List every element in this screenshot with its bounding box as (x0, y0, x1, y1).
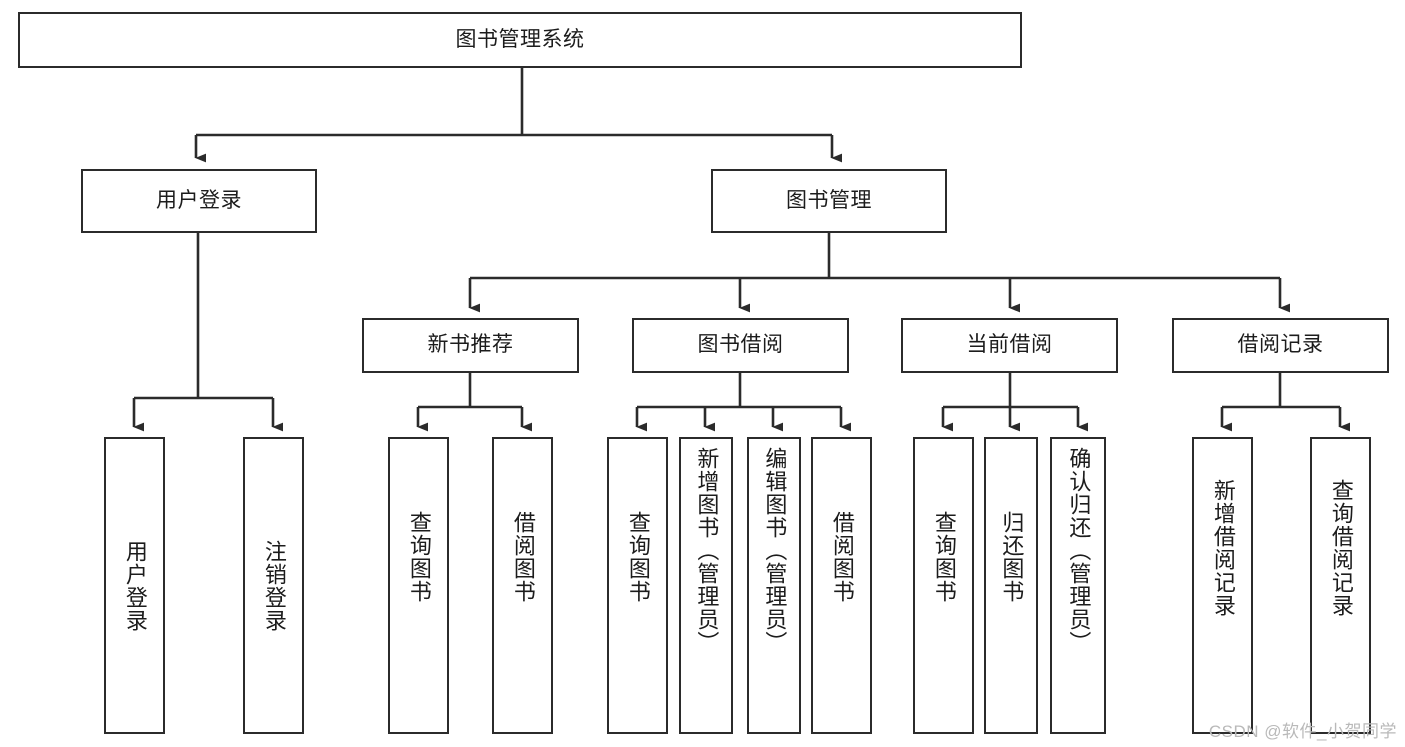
node-leaf-borrow-book-1[interactable]: 借阅图书 (492, 437, 553, 734)
node-leaf-query-book-3-label: 查询图书 (931, 511, 957, 603)
node-leaf-query-book-3[interactable]: 查询图书 (913, 437, 974, 734)
node-leaf-query-book-1[interactable]: 查询图书 (388, 437, 449, 734)
node-leaf-borrow-book-1-label: 借阅图书 (510, 511, 536, 603)
node-new-book-recommend[interactable]: 新书推荐 (362, 318, 579, 373)
node-book-manage[interactable]: 图书管理 (711, 169, 947, 233)
node-leaf-user-login[interactable]: 用户登录 (104, 437, 165, 734)
node-leaf-borrow-book-2-label: 借阅图书 (829, 511, 855, 603)
node-new-book-recommend-label: 新书推荐 (427, 333, 514, 357)
node-book-manage-label: 图书管理 (786, 188, 872, 212)
node-leaf-query-record-label: 查询借阅记录 (1328, 479, 1354, 617)
node-borrow-record-label: 借阅记录 (1237, 333, 1324, 357)
node-leaf-add-record-label: 新增借阅记录 (1210, 479, 1236, 617)
node-leaf-query-record[interactable]: 查询借阅记录 (1310, 437, 1371, 734)
node-book-borrow[interactable]: 图书借阅 (632, 318, 849, 373)
node-user-login[interactable]: 用户登录 (81, 169, 317, 233)
node-user-login-label: 用户登录 (156, 188, 242, 212)
node-leaf-query-book-2-label: 查询图书 (625, 511, 651, 603)
watermark-text: CSDN @软件_小贺同学 (1208, 722, 1397, 741)
node-current-borrow[interactable]: 当前借阅 (901, 318, 1118, 373)
node-root[interactable]: 图书管理系统 (18, 12, 1022, 68)
node-root-label: 图书管理系统 (455, 27, 585, 51)
node-leaf-add-record[interactable]: 新增借阅记录 (1192, 437, 1253, 734)
node-leaf-logout-login-label: 注销登录 (261, 539, 287, 632)
node-leaf-confirm-return-label: 确认归还（管理员） (1066, 447, 1092, 654)
node-current-borrow-label: 当前借阅 (966, 333, 1053, 357)
node-leaf-return-book-label: 归还图书 (999, 511, 1025, 603)
node-leaf-edit-book-label: 编辑图书（管理员） (762, 447, 788, 654)
node-leaf-add-book[interactable]: 新增图书（管理员） (679, 437, 733, 734)
node-leaf-query-book-2[interactable]: 查询图书 (607, 437, 668, 734)
node-borrow-record[interactable]: 借阅记录 (1172, 318, 1389, 373)
node-leaf-add-book-label: 新增图书（管理员） (694, 447, 720, 654)
node-leaf-return-book[interactable]: 归还图书 (984, 437, 1038, 734)
node-leaf-query-book-1-label: 查询图书 (406, 511, 432, 603)
node-book-borrow-label: 图书借阅 (697, 333, 784, 357)
node-leaf-edit-book[interactable]: 编辑图书（管理员） (747, 437, 801, 734)
node-leaf-logout-login[interactable]: 注销登录 (243, 437, 304, 734)
node-leaf-borrow-book-2[interactable]: 借阅图书 (811, 437, 872, 734)
node-leaf-confirm-return[interactable]: 确认归还（管理员） (1050, 437, 1106, 734)
node-leaf-user-login-label: 用户登录 (122, 539, 148, 632)
